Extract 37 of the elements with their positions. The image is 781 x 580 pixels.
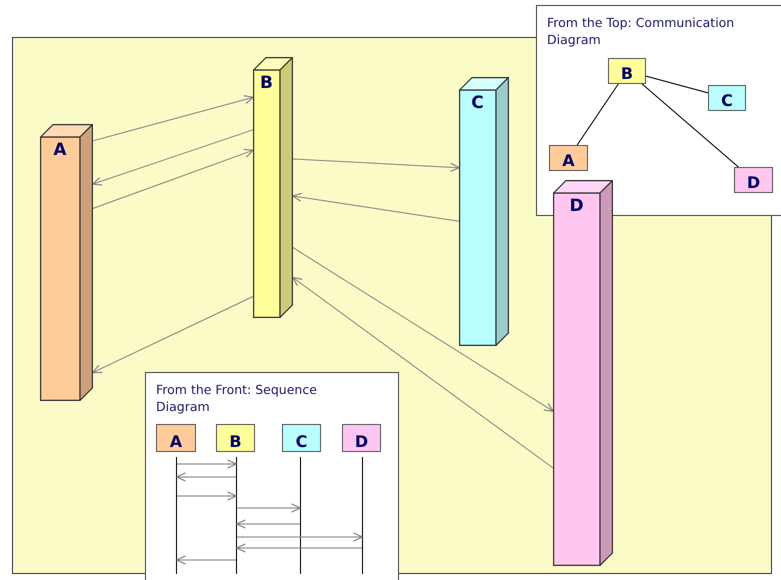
column-label: B xyxy=(259,73,274,93)
view-panel xyxy=(536,5,781,216)
lifeline xyxy=(300,457,301,574)
lifeline xyxy=(236,457,237,574)
message-arrow xyxy=(92,129,254,186)
message-arrow xyxy=(176,459,238,469)
message-arrow xyxy=(176,491,238,501)
column-label: D xyxy=(568,196,585,216)
message-arrow xyxy=(292,276,554,468)
object-box: B xyxy=(216,424,255,452)
message-arrow xyxy=(236,503,302,513)
column-label: C xyxy=(470,93,485,113)
object-box: C xyxy=(708,85,746,111)
object-box: D xyxy=(342,424,381,452)
message-arrow xyxy=(92,95,254,142)
message-arrow xyxy=(236,519,300,529)
object-box: C xyxy=(282,424,321,452)
object-box: A xyxy=(549,145,588,171)
object-box: A xyxy=(156,424,196,452)
connector-line xyxy=(642,84,739,168)
object-box: D xyxy=(734,167,773,193)
message-arrow xyxy=(236,543,362,553)
object-box: B xyxy=(608,58,646,84)
lifeline xyxy=(362,457,363,574)
message-arrow xyxy=(176,555,236,565)
column-label: A xyxy=(52,140,68,160)
message-arrow xyxy=(176,472,236,482)
panel-title: From the Front: Sequence Diagram xyxy=(156,381,318,415)
connector-line xyxy=(576,84,619,146)
message-arrow xyxy=(292,192,460,222)
lifeline xyxy=(176,457,177,574)
panel-title: From the Top: Communication Diagram xyxy=(547,14,736,48)
message-arrow xyxy=(92,296,254,374)
view-panel xyxy=(145,372,399,580)
connector-line xyxy=(646,76,708,94)
message-arrow xyxy=(292,158,460,172)
message-arrow xyxy=(236,532,364,542)
